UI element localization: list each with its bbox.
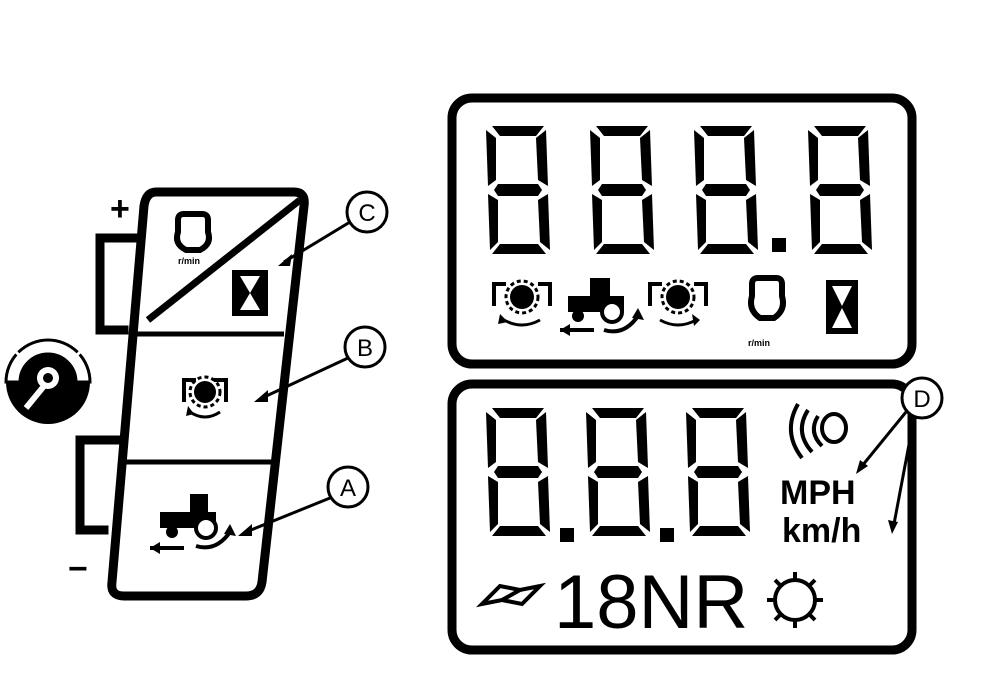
sun-icon bbox=[767, 572, 823, 628]
engine-speed-hours-key[interactable]: r/min bbox=[145, 197, 303, 323]
svg-text:C: C bbox=[358, 200, 375, 227]
callout-c: C bbox=[278, 190, 389, 266]
hourglass-icon bbox=[232, 270, 268, 316]
plus-bracket bbox=[95, 233, 145, 335]
callout-d: D bbox=[856, 376, 944, 534]
minus-label: − bbox=[68, 550, 88, 588]
radar-icon bbox=[789, 403, 848, 460]
kmh-unit-label: km/h bbox=[782, 512, 861, 550]
upper-display-panel: r/min bbox=[447, 93, 917, 369]
ground-speed-key[interactable] bbox=[150, 494, 236, 554]
pto-icon bbox=[182, 375, 228, 419]
svg-text:A: A bbox=[340, 475, 356, 502]
svg-text:D: D bbox=[913, 386, 930, 413]
lower-decimal-point-2 bbox=[660, 528, 674, 542]
mode-readout: 18NR bbox=[554, 560, 748, 645]
lower-decimal-point-1 bbox=[560, 528, 574, 542]
hour-meter-icon bbox=[826, 280, 858, 334]
tractor-speed-icon bbox=[560, 278, 644, 336]
tractor-icon bbox=[150, 494, 236, 554]
engine-rpm-unit: r/min bbox=[748, 338, 770, 348]
rotary-dial-icon[interactable] bbox=[4, 338, 92, 424]
plus-label: + bbox=[110, 190, 130, 228]
engine-rpm-icon bbox=[748, 275, 786, 321]
engine-unit-label: r/min bbox=[178, 256, 200, 266]
upper-decimal-point bbox=[772, 238, 786, 252]
engine-icon bbox=[174, 211, 212, 253]
book-icon bbox=[475, 582, 547, 608]
mph-unit-label: MPH bbox=[780, 474, 856, 512]
front-pto-icon bbox=[492, 279, 552, 327]
rear-pto-icon bbox=[648, 279, 708, 327]
minus-bracket bbox=[75, 435, 121, 535]
callout-b: B bbox=[254, 325, 387, 402]
pto-key[interactable] bbox=[182, 375, 228, 419]
callout-a: A bbox=[238, 465, 370, 536]
lower-display-panel: MPH km/h 18NR bbox=[447, 379, 917, 655]
svg-text:B: B bbox=[357, 335, 373, 362]
